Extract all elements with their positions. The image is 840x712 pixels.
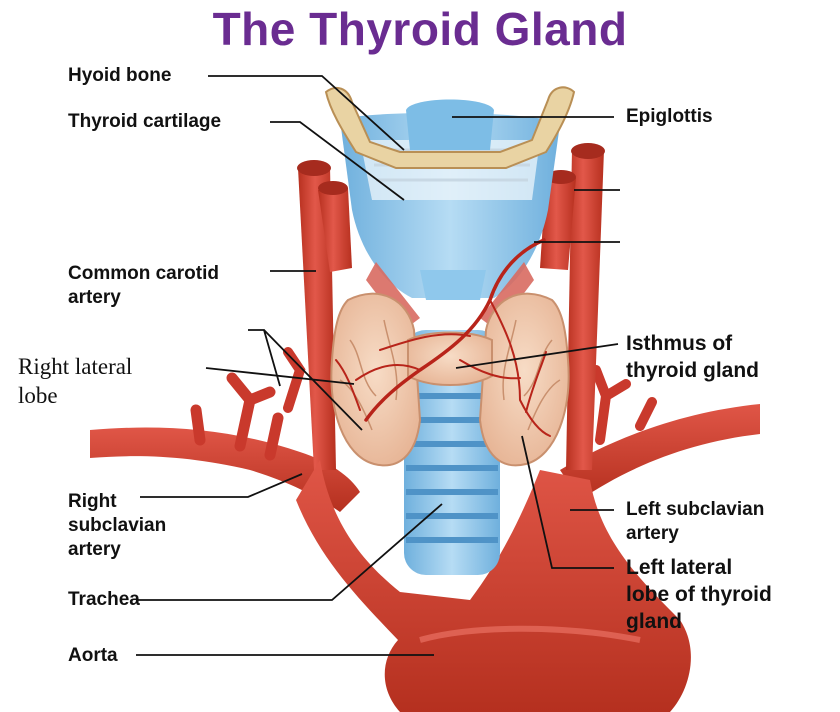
hyoid-bone-shape (324, 86, 576, 169)
label-right-lateral-lobe: Right lateral lobe (18, 354, 133, 408)
label-epiglottis: Epiglottis (626, 106, 713, 127)
right-lateral-lobe-leader-2 (248, 329, 363, 431)
label-thyroid-cartilage: Thyroid cartilage (68, 111, 222, 132)
label-left-lateral-lobe: Left lateral lobe of thyroid gland (626, 556, 772, 633)
label-right-subclavian-artery: Right subclavian artery (68, 491, 167, 560)
label-trachea: Trachea (68, 589, 140, 610)
label-isthmus-of-thyroid-gland: Isthmus of thyroid gland (626, 332, 759, 382)
label-common-carotid-artery: Common carotid artery (68, 263, 219, 308)
aortic-arch-shape (296, 460, 691, 712)
right-lateral-lobe-leader (205, 367, 355, 385)
right-subclavian-artery-shape (90, 372, 360, 512)
left-subclavian-artery-shape (560, 365, 760, 500)
thyroid-arteries (335, 238, 551, 437)
isthmus-leader (455, 343, 619, 369)
hyoid-bone-leader (208, 75, 405, 151)
thyroid-cartilage-leader (270, 121, 405, 201)
trachea-leader (136, 503, 443, 601)
label-aorta: Aorta (68, 645, 118, 666)
leader-lines (136, 75, 620, 656)
diagram-title: The Thyroid Gland (212, 3, 628, 55)
right-subclavian-leader (140, 473, 303, 498)
isthmus-shape (407, 331, 493, 386)
left-lateral-lobe-leader (521, 435, 614, 569)
trachea-shape (404, 330, 500, 575)
label-left-subclavian-artery: Left subclavian artery (626, 499, 765, 544)
left-lateral-lobe-shape (478, 292, 570, 467)
label-hyoid-bone: Hyoid bone (68, 65, 172, 86)
